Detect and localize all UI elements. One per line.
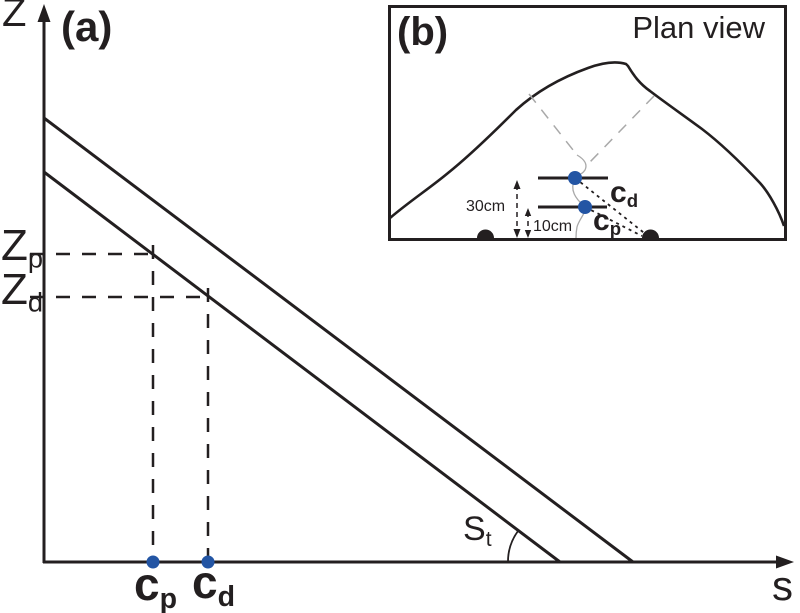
label-z-d: Zd [1, 268, 43, 316]
channel-line [572, 178, 586, 239]
label-c-d-plan-main: c [610, 176, 627, 209]
label-z-d-main: Z [1, 265, 28, 314]
label-z-p-sub: p [27, 242, 44, 274]
arrow-10cm-top-icon [524, 208, 532, 216]
label-c-p-plan-sub: p [609, 218, 622, 240]
cd-point [201, 555, 215, 569]
cp-point [146, 555, 160, 569]
label-30cm-text: 30cm [466, 198, 506, 215]
y-axis-label-text: Z [2, 0, 27, 35]
s-axis-arrow-icon [776, 555, 794, 569]
label-slope-sub: t [485, 527, 492, 551]
arrow-10cm-bottom-icon [524, 230, 532, 238]
label-30cm: 30cm [466, 199, 505, 215]
label-10cm: 10cm [533, 219, 572, 235]
panel-b-tag: (b) [397, 12, 448, 52]
label-c-d-main: c [192, 556, 218, 608]
feeder-dashed-right [589, 95, 655, 163]
left-marker-dot [477, 229, 494, 238]
cd-dotted-line [574, 177, 649, 237]
label-c-d-plan-sub: d [626, 190, 639, 212]
plan-view-title: Plan view [632, 12, 765, 43]
deposit-outline [389, 61, 786, 227]
y-axis-label: Z [2, 0, 26, 33]
feeder-dashed-left [528, 93, 578, 156]
z-axis-arrow-icon [37, 4, 51, 22]
panel-b-tag-text: (b) [397, 10, 449, 54]
label-10cm-text: 10cm [533, 218, 573, 235]
label-z-p: Zp [1, 224, 43, 272]
label-c-p-sub: p [159, 582, 178, 613]
arrow-30cm-top-icon [513, 180, 521, 189]
label-slope-main: S [463, 510, 486, 548]
right-marker-dot [642, 229, 659, 238]
label-z-d-sub: d [27, 286, 44, 318]
label-z-p-main: Z [1, 221, 28, 270]
arrow-30cm-bottom-icon [513, 229, 521, 238]
deposit-lower-line [43, 170, 561, 564]
cd-point-plan [568, 171, 582, 185]
slope-angle-arc [507, 530, 519, 563]
panel-b [388, 5, 787, 241]
label-c-d-plan: cd [610, 178, 638, 211]
label-c-p: cp [134, 561, 177, 613]
deposit-upper-line [43, 116, 634, 564]
x-axis-label-text: s [772, 562, 793, 609]
label-c-d: cd [192, 559, 235, 612]
panel-a-tag-text: (a) [61, 3, 113, 50]
plan-view-inset: (b) Plan view 30cm 10cm cd cp [388, 5, 787, 241]
label-slope-angle: St [463, 512, 492, 550]
x-axis-label: s [772, 565, 793, 607]
inset-border [388, 5, 787, 241]
label-c-p-plan: cp [593, 206, 621, 239]
label-c-p-plan-main: c [593, 204, 610, 237]
label-c-d-sub: d [217, 580, 236, 613]
label-c-p-main: c [134, 558, 160, 610]
plan-view-title-text: Plan view [632, 10, 765, 45]
cp-point-plan [578, 200, 592, 214]
panel-a-tag: (a) [61, 6, 112, 48]
